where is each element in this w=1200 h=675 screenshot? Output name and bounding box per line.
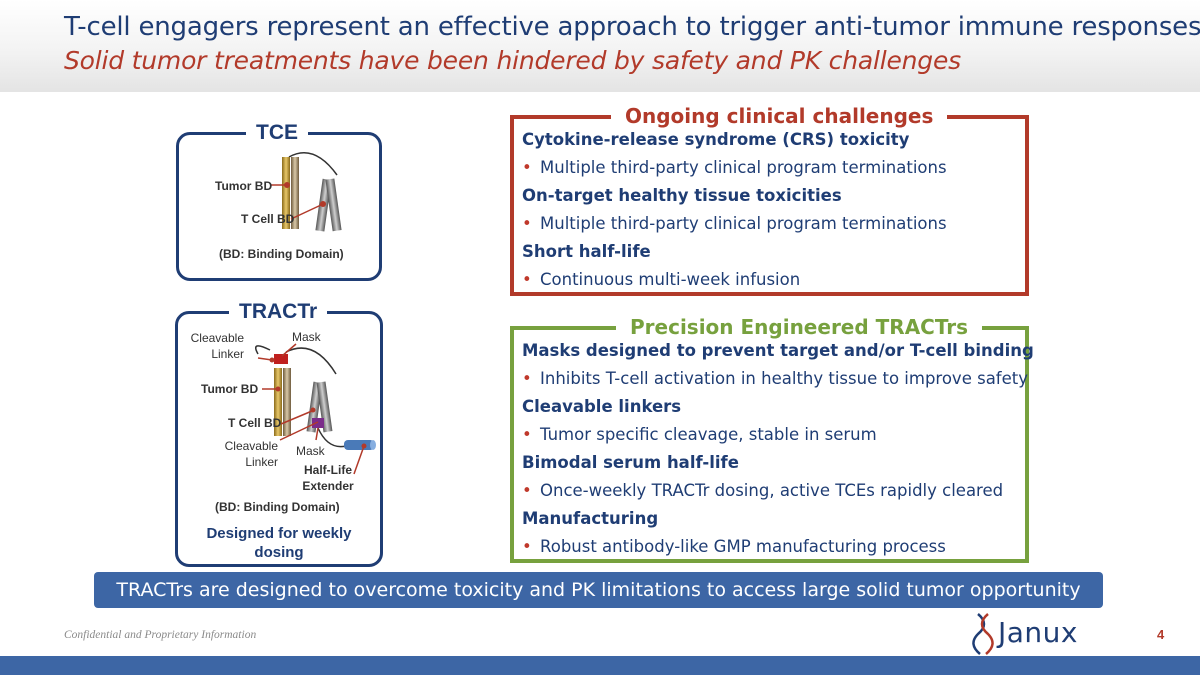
precision-item-text: Tumor specific cleavage, stable in serum — [540, 425, 877, 444]
tce-title: TCE — [246, 121, 308, 145]
bullet-icon: • — [522, 158, 532, 177]
tractr-bd-note: (BD: Binding Domain) — [215, 500, 340, 514]
bullet-icon: • — [522, 214, 532, 233]
challenges-item-text: Cytokine-release syndrome (CRS) toxicity — [522, 130, 910, 149]
tce-molecule-graphic — [271, 152, 342, 232]
challenges-heading: Cytokine-release syndrome (CRS) toxicity — [522, 126, 1021, 154]
tractr-half-life-extender: Half-Life Extender — [302, 463, 354, 493]
challenges-item-text: Short half-life — [522, 242, 651, 261]
precision-item-text: Robust antibody-like GMP manufacturing p… — [540, 537, 946, 556]
challenges-bullet-item: • Multiple third-party clinical program t… — [522, 154, 1021, 182]
tce-bd-note: (BD: Binding Domain) — [219, 247, 344, 261]
precision-item-text: Cleavable linkers — [522, 397, 682, 416]
challenges-heading: On-target healthy tissue toxicities — [522, 182, 1021, 210]
precision-item-text: Inhibits T-cell activation in healthy ti… — [540, 369, 1028, 388]
precision-list: Masks designed to prevent target and/or … — [522, 337, 1034, 561]
precision-heading: Bimodal serum half-life — [522, 449, 1021, 477]
bullet-icon: • — [522, 369, 532, 388]
tractr-tumor-bd-label: Tumor BD — [201, 382, 259, 396]
bullet-icon: • — [522, 481, 532, 500]
page-title: T-cell engagers represent an effective a… — [64, 12, 1200, 42]
challenges-item-text: Continuous multi-week infusion — [540, 270, 801, 289]
tce-diagram: TCE Tumor BD T Cell BD (BD: Binding Doma… — [176, 121, 382, 281]
challenges-bullet-item: • Multiple third-party clinical program t… — [522, 210, 1021, 238]
precision-bullet-item: • Tumor specific cleavage, stable in seru… — [522, 421, 1021, 449]
footer-bar — [0, 656, 1200, 675]
janux-logo: Janux — [970, 610, 1085, 656]
confidential-note: Confidential and Proprietary Information — [64, 629, 257, 641]
tractr-diagram: TRACTr Cleavable Linker Mask Tumor BD T … — [175, 300, 383, 567]
tractr-mask-top: Mask — [292, 330, 321, 344]
tractr-title: TRACTr — [229, 300, 328, 324]
precision-panel: Precision Engineered TRACTrs Masks desig… — [510, 315, 1034, 563]
bullet-icon: • — [522, 425, 532, 444]
precision-bullet-item: • Inhibits T-cell activation in healthy t… — [522, 365, 1028, 393]
bullet-icon: • — [522, 270, 532, 289]
precision-heading: Cleavable linkers — [522, 393, 1021, 421]
challenges-heading: Short half-life — [522, 238, 1021, 266]
summary-banner: TRACTrs are designed to overcome toxicit… — [94, 572, 1103, 608]
precision-heading: Manufacturing — [522, 505, 1021, 533]
tce-tcell-bd-label: T Cell BD — [241, 212, 295, 226]
challenges-item-text: Multiple third-party clinical program te… — [540, 158, 947, 177]
precision-item-text: Masks designed to prevent target and/or … — [522, 341, 1034, 360]
challenges-item-text: On-target healthy tissue toxicities — [522, 186, 842, 205]
logo-text: Janux — [998, 616, 1078, 649]
precision-bullet-item: • Robust antibody-like GMP manufacturing … — [522, 533, 1021, 561]
precision-title: Precision Engineered TRACTrs — [616, 315, 983, 339]
challenges-title: Ongoing clinical challenges — [611, 104, 948, 128]
precision-item-text: Manufacturing — [522, 509, 659, 528]
precision-item-text: Once-weekly TRACTr dosing, active TCEs r… — [540, 481, 1004, 500]
header-band: T-cell engagers represent an effective a… — [0, 0, 1200, 92]
precision-heading: Masks designed to prevent target and/or … — [522, 337, 1034, 365]
tractr-mask-bottom: Mask — [296, 444, 325, 458]
challenges-list: Cytokine-release syndrome (CRS) toxicity… — [522, 126, 1021, 294]
tractr-weekly-note: Designed for weekly dosing — [206, 525, 352, 561]
tractr-cleavable-linker-bottom: Cleavable Linker — [224, 439, 278, 469]
tractr-cleavable-linker-top: Cleavable Linker — [190, 331, 244, 361]
precision-bullet-item: • Once-weekly TRACTr dosing, active TCEs … — [522, 477, 1021, 505]
tractr-molecule-graphic — [255, 343, 376, 475]
precision-item-text: Bimodal serum half-life — [522, 453, 739, 472]
dna-helix-icon — [972, 613, 994, 655]
challenges-bullet-item: • Continuous multi-week infusion — [522, 266, 1021, 294]
challenges-item-text: Multiple third-party clinical program te… — [540, 214, 947, 233]
page-number: 4 — [1157, 627, 1165, 642]
challenges-panel: Ongoing clinical challenges Cytokine-rel… — [510, 104, 1029, 296]
tractr-tcell-bd-label: T Cell BD — [228, 416, 282, 430]
tce-tumor-bd-label: Tumor BD — [215, 179, 273, 193]
page-subtitle: Solid tumor treatments have been hindere… — [64, 46, 961, 75]
bullet-icon: • — [522, 537, 532, 556]
